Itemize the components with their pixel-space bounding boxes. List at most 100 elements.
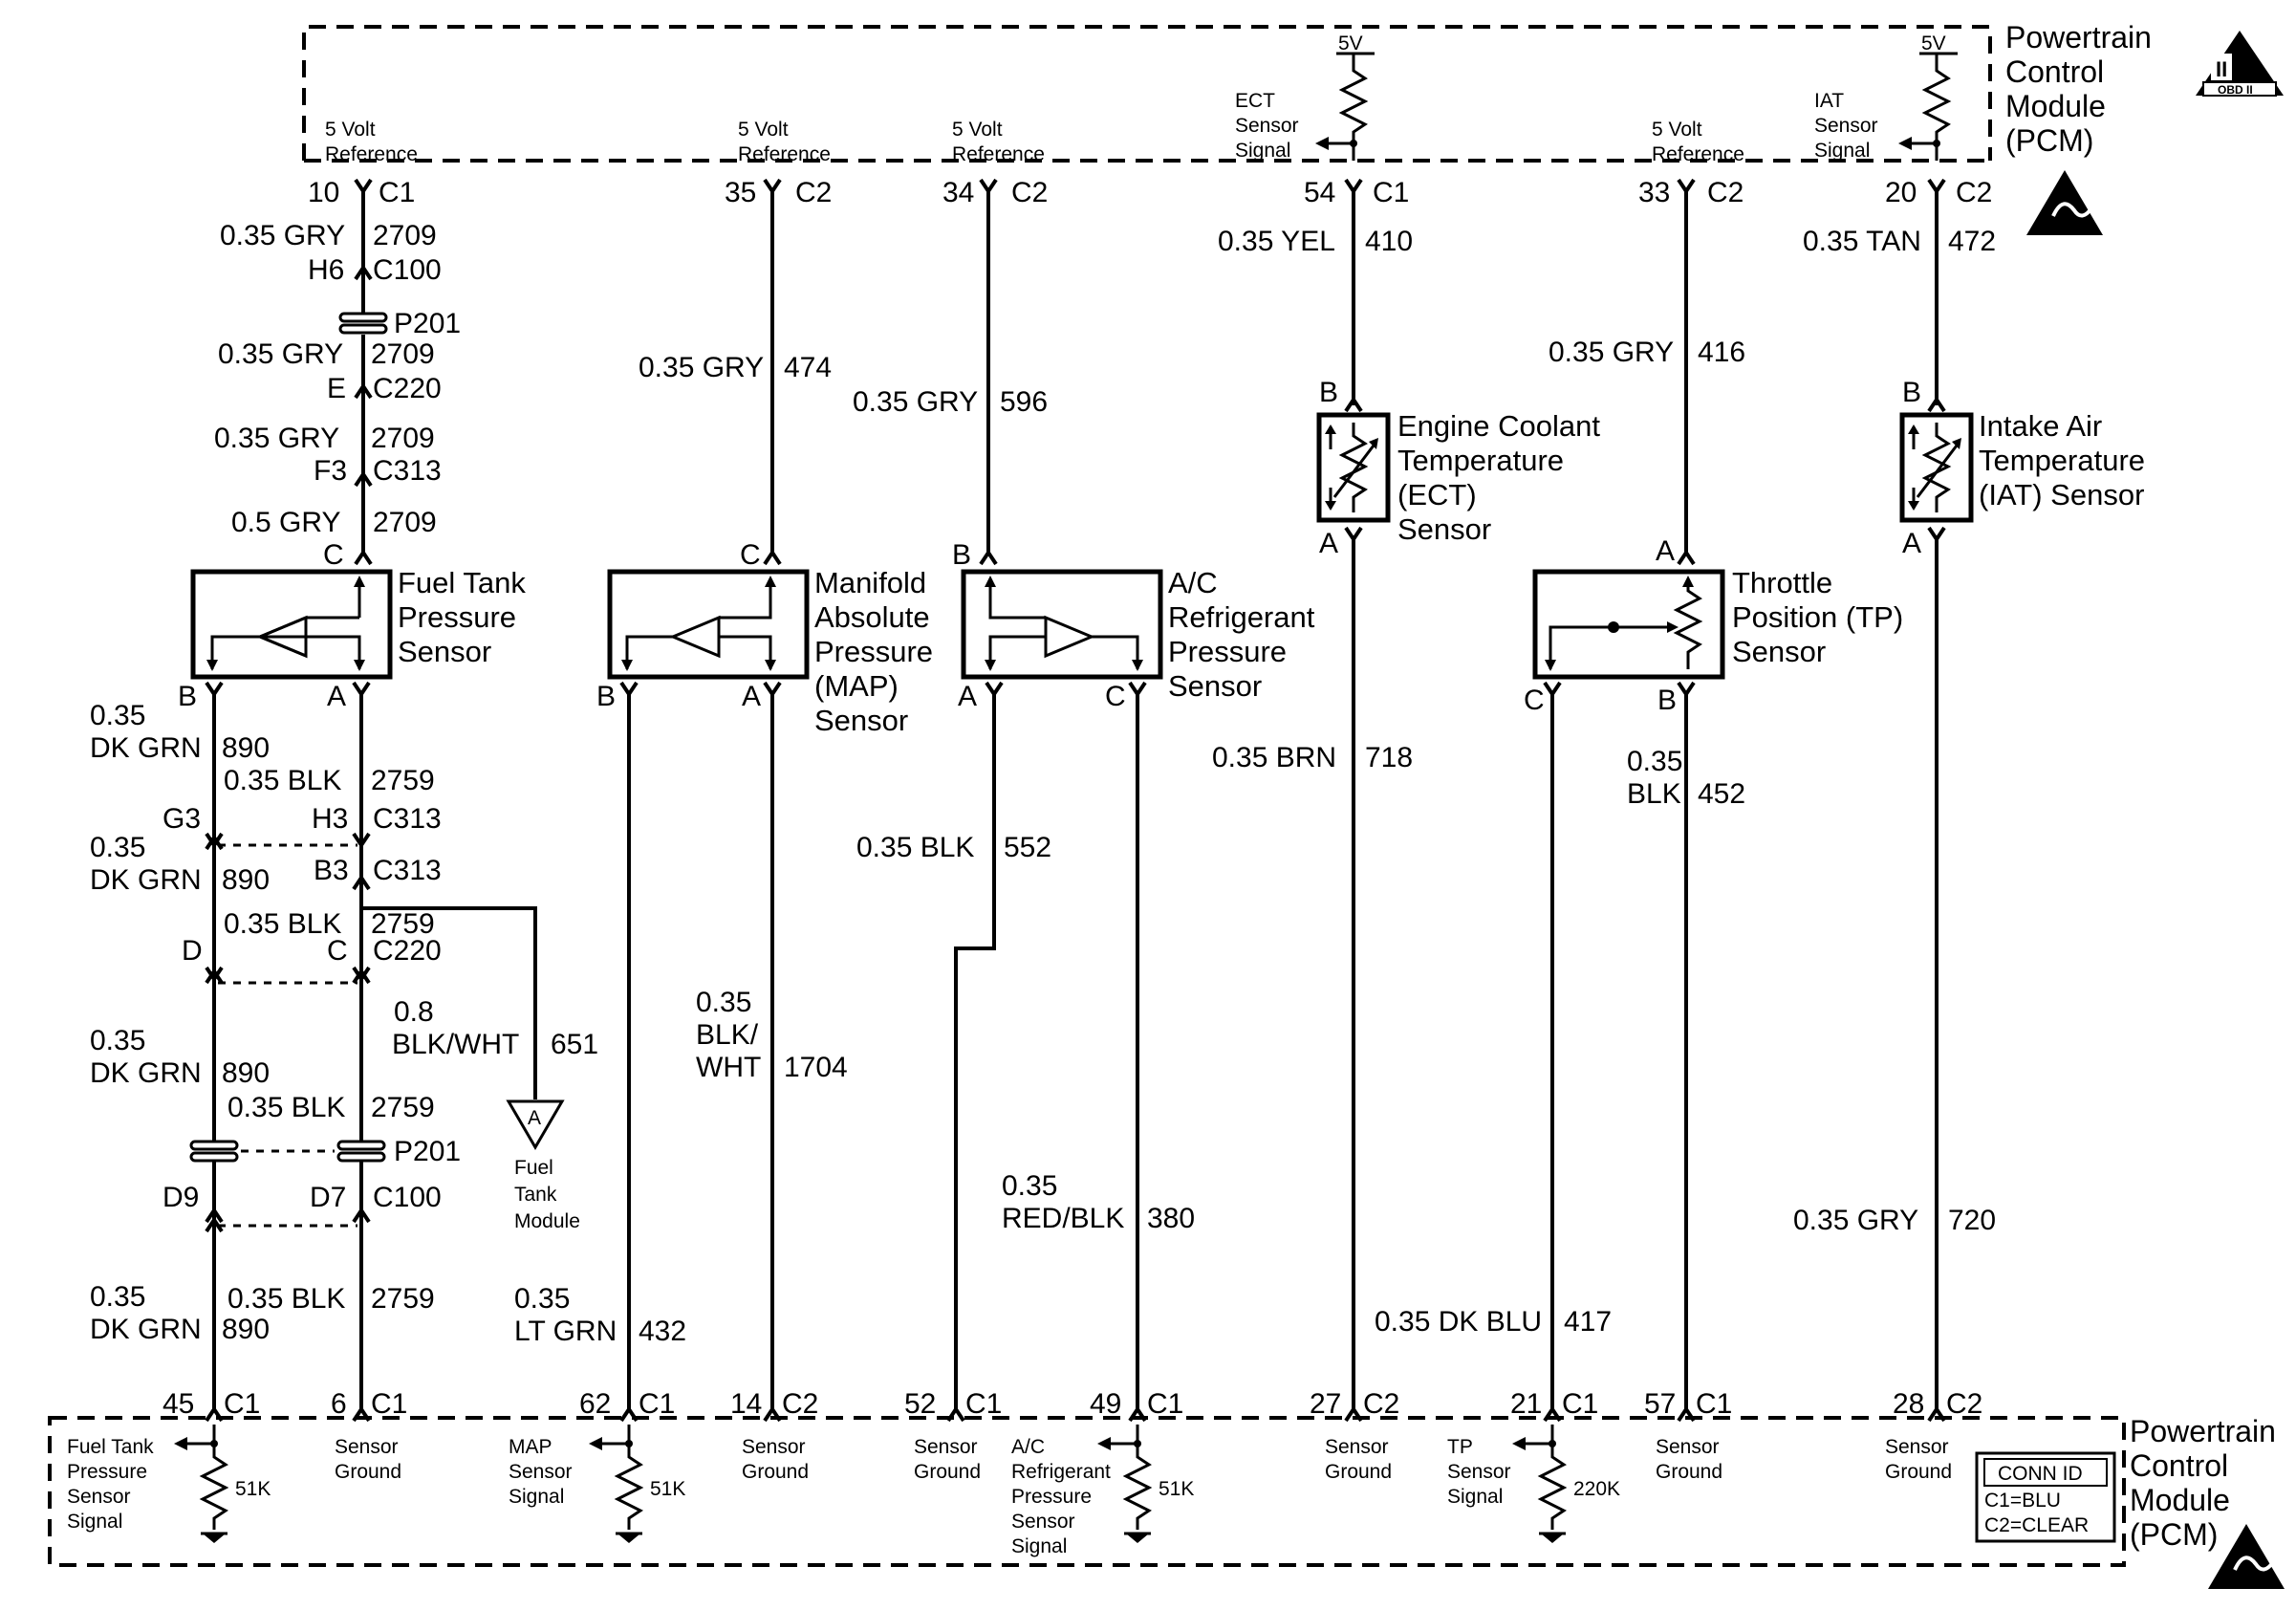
svg-text:C2: C2 [1956, 177, 1992, 208]
esd-warning-icon-bottom [2208, 1524, 2285, 1589]
w890-gauge-c1: 0.35 [90, 1025, 145, 1056]
svg-text:A: A [742, 681, 761, 712]
c220-connector-c [352, 966, 371, 985]
w2709-gauge-2: 0.35 GRY [218, 338, 343, 370]
w2709-gauge-4: 0.5 GRY [231, 507, 341, 538]
svg-text:C1: C1 [379, 177, 415, 208]
p52-desc-1: Sensor [914, 1436, 978, 1458]
svg-text:Fuel: Fuel [514, 1157, 553, 1179]
p57-desc-2: Ground [1656, 1461, 1722, 1483]
svg-text:A/C: A/C [1168, 566, 1218, 599]
w472-gauge: 0.35 TAN [1803, 226, 1921, 257]
w720-gauge: 0.35 GRY [1793, 1205, 1918, 1236]
pin34-label-1: 5 Volt [952, 119, 1003, 141]
svg-text:C1: C1 [1373, 177, 1409, 208]
p201-splice-bottom: P201 [189, 1136, 461, 1167]
p45-desc-4: Signal [67, 1511, 122, 1533]
p28-desc-2: Ground [1885, 1461, 1952, 1483]
svg-text:Sensor: Sensor [1397, 512, 1491, 546]
svg-text:51K: 51K [650, 1478, 685, 1500]
w2709-gauge-3: 0.35 GRY [214, 423, 339, 454]
svg-text:51K: 51K [1159, 1478, 1194, 1500]
w651-circuit: 651 [551, 1029, 598, 1060]
w416-circuit: 416 [1698, 337, 1745, 368]
pin-57-connector: 57 C1 [1644, 1388, 1732, 1423]
w2709-gauge-1: 0.35 GRY [220, 220, 345, 251]
c100-pin-h6: H6 [308, 254, 344, 286]
svg-text:C1: C1 [1562, 1388, 1598, 1420]
svg-text:57: 57 [1644, 1388, 1676, 1420]
svg-text:P201: P201 [394, 1136, 461, 1167]
w890-gauge-d1: 0.35 [90, 1281, 145, 1313]
conn-id-c1: C1=BLU [1984, 1490, 2061, 1512]
pin-49-connector: 49 C1 [1090, 1388, 1183, 1423]
svg-text:B: B [596, 681, 616, 712]
svg-text:28: 28 [1893, 1388, 1924, 1420]
pin-34-connector: 34 C2 [942, 177, 1048, 208]
w596-gauge: 0.35 GRY [853, 386, 978, 418]
w651-gauge-1: 0.8 [394, 996, 434, 1028]
pin45-pulldown-resistor: 51K [174, 1425, 271, 1543]
esd-warning-icon-top [2026, 170, 2103, 235]
pin-20-connector: 20 C2 [1885, 177, 1992, 208]
p45-desc-1: Fuel Tank [67, 1436, 154, 1458]
svg-text:C2: C2 [1707, 177, 1744, 208]
svg-text:5V: 5V [1338, 33, 1363, 54]
pin-54-connector: 54 C1 [1304, 177, 1409, 208]
c313-conn-top: C313 [373, 455, 442, 487]
fuel-tank-module-ref: A Fuel Tank Module [506, 1099, 580, 1232]
p57-desc-1: Sensor [1656, 1436, 1720, 1458]
pin-14-connector: 14 C2 [730, 1388, 818, 1423]
tp-sensor: A Throttle Position (TP) Sensor C B [1524, 535, 1903, 716]
w2759-circuit-b: 2759 [371, 908, 435, 940]
p27-desc-2: Ground [1325, 1461, 1392, 1483]
svg-text:C1: C1 [639, 1388, 675, 1420]
w380-gauge-1: 0.35 [1002, 1170, 1057, 1202]
pin34-label-2: Reference [952, 143, 1045, 165]
svg-text:A: A [528, 1107, 541, 1129]
svg-text:Temperature: Temperature [1979, 444, 2145, 477]
c100-connector-d9 [205, 1207, 224, 1233]
pcm-top-title-2: Control [2005, 54, 2104, 89]
pin-27-connector: 27 C2 [1310, 1388, 1399, 1423]
w2709-circuit-3: 2709 [371, 423, 435, 454]
pcm-bottom-title-1: Powertrain [2130, 1414, 2276, 1448]
svg-text:C: C [740, 539, 761, 571]
pin33-label-1: 5 Volt [1652, 119, 1702, 141]
p6-desc-1: Sensor [335, 1436, 399, 1458]
svg-text:Sensor: Sensor [1732, 635, 1826, 668]
svg-text:C: C [323, 539, 344, 571]
svg-text:5V: 5V [1921, 33, 1946, 54]
c313-connector-symbol [354, 470, 373, 488]
pcm-bottom-title-3: Module [2130, 1483, 2230, 1517]
svg-text:Absolute: Absolute [814, 600, 930, 634]
pin20-label-3: Signal [1814, 140, 1870, 162]
svg-text:A: A [1656, 535, 1675, 567]
p14-desc-2: Ground [742, 1461, 809, 1483]
svg-text:34: 34 [942, 177, 974, 208]
pcm-top-title-4: (PCM) [2005, 123, 2093, 158]
w474-circuit: 474 [784, 352, 832, 383]
p21-desc-3: Signal [1447, 1486, 1503, 1508]
pcm-top-boundary [302, 25, 1992, 163]
svg-text:Temperature: Temperature [1397, 444, 1564, 477]
svg-text:A: A [327, 681, 346, 712]
c100-pin-d7: D7 [310, 1182, 346, 1213]
svg-text:A: A [1319, 528, 1338, 559]
svg-text:Manifold: Manifold [814, 566, 926, 599]
p45-desc-2: Pressure [67, 1461, 147, 1483]
svg-text:14: 14 [730, 1388, 762, 1420]
ac-refrigerant-pressure-sensor: B A/C Refrigerant Pressure Sensor A C [952, 539, 1315, 712]
w2759-circuit-a: 2759 [371, 765, 435, 796]
c313-pin-g3: G3 [162, 803, 201, 835]
w720-circuit: 720 [1948, 1205, 1996, 1236]
w410-circuit: 410 [1365, 226, 1413, 257]
svg-text:Fuel Tank: Fuel Tank [398, 566, 526, 599]
svg-text:A: A [1902, 528, 1921, 559]
w890-gauge-b1: 0.35 [90, 832, 145, 863]
c313-conn-mid: C313 [373, 803, 442, 835]
c220-pin-e: E [327, 373, 346, 404]
obd-ii-badge-icon: II OBD II [2196, 31, 2284, 97]
